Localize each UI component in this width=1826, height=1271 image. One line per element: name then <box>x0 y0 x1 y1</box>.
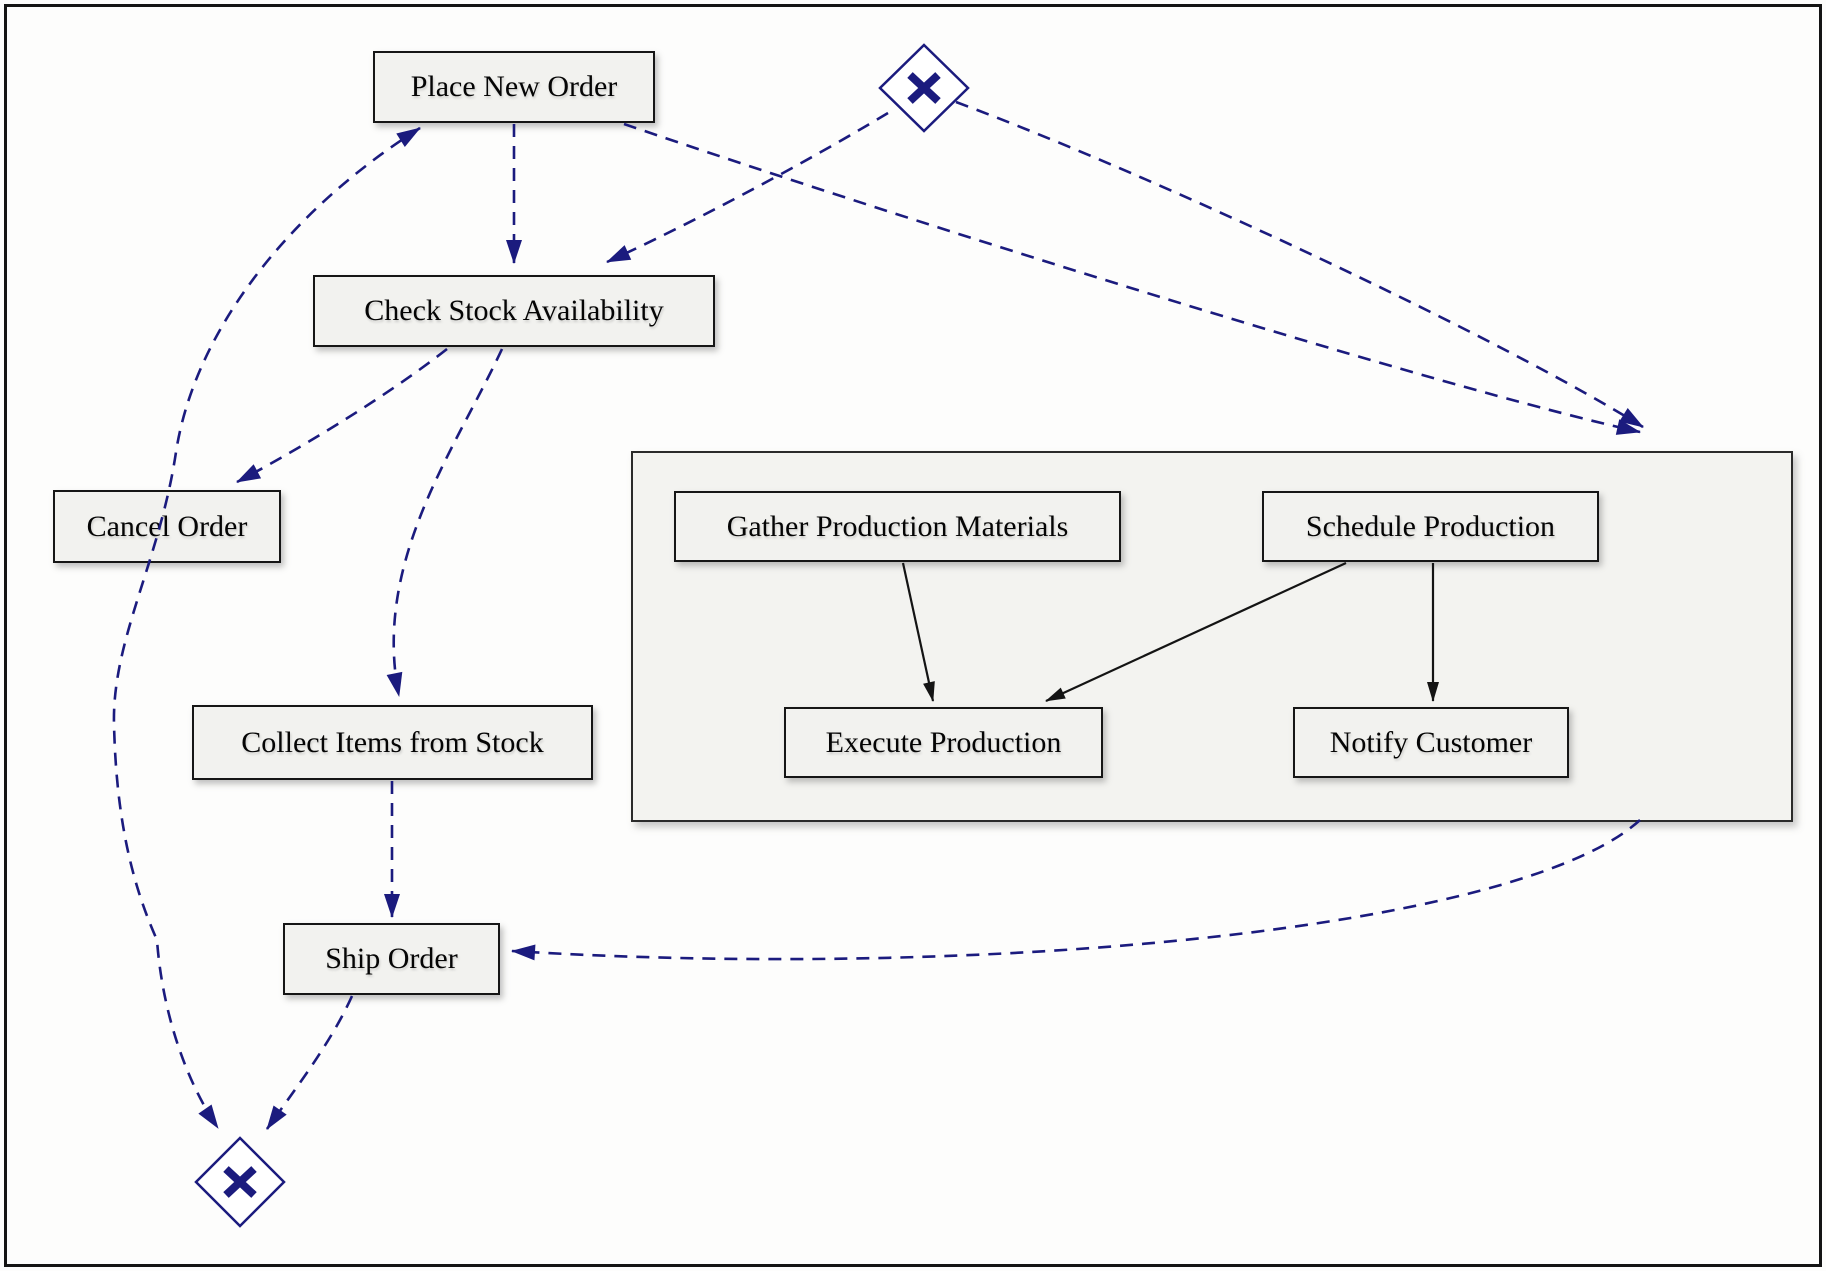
diamond-shape <box>194 1136 286 1228</box>
task-gather-production-materials[interactable]: Gather Production Materials <box>674 491 1121 562</box>
diamond-shape <box>878 43 970 133</box>
task-notify-customer[interactable]: Notify Customer <box>1293 707 1569 778</box>
task-execute-production[interactable]: Execute Production <box>784 707 1103 778</box>
edge-ship-order-to-end-gateway <box>265 995 354 1130</box>
exclusive-gateway-end[interactable] <box>194 1136 286 1228</box>
edge-start-gateway-to-production-group <box>955 100 1644 429</box>
task-place-new-order[interactable]: Place New Order <box>373 51 655 123</box>
exclusive-gateway-start[interactable] <box>878 43 970 133</box>
task-schedule-production[interactable]: Schedule Production <box>1262 491 1599 562</box>
edge-check-stock-to-cancel-order <box>236 347 448 484</box>
edge-production-group-to-ship-order <box>511 819 1641 961</box>
task-cancel-order[interactable]: Cancel Order <box>53 490 281 563</box>
edge-check-stock-to-collect-items <box>386 348 504 697</box>
task-collect-items-from-stock[interactable]: Collect Items from Stock <box>192 705 593 780</box>
task-ship-order[interactable]: Ship Order <box>283 923 500 995</box>
x-icon <box>223 1166 257 1198</box>
edge-place-new-order-to-production-group <box>623 122 1641 435</box>
task-check-stock-availability[interactable]: Check Stock Availability <box>313 275 715 347</box>
edge-start-gateway-to-check-stock <box>606 111 889 264</box>
x-icon <box>907 72 941 104</box>
